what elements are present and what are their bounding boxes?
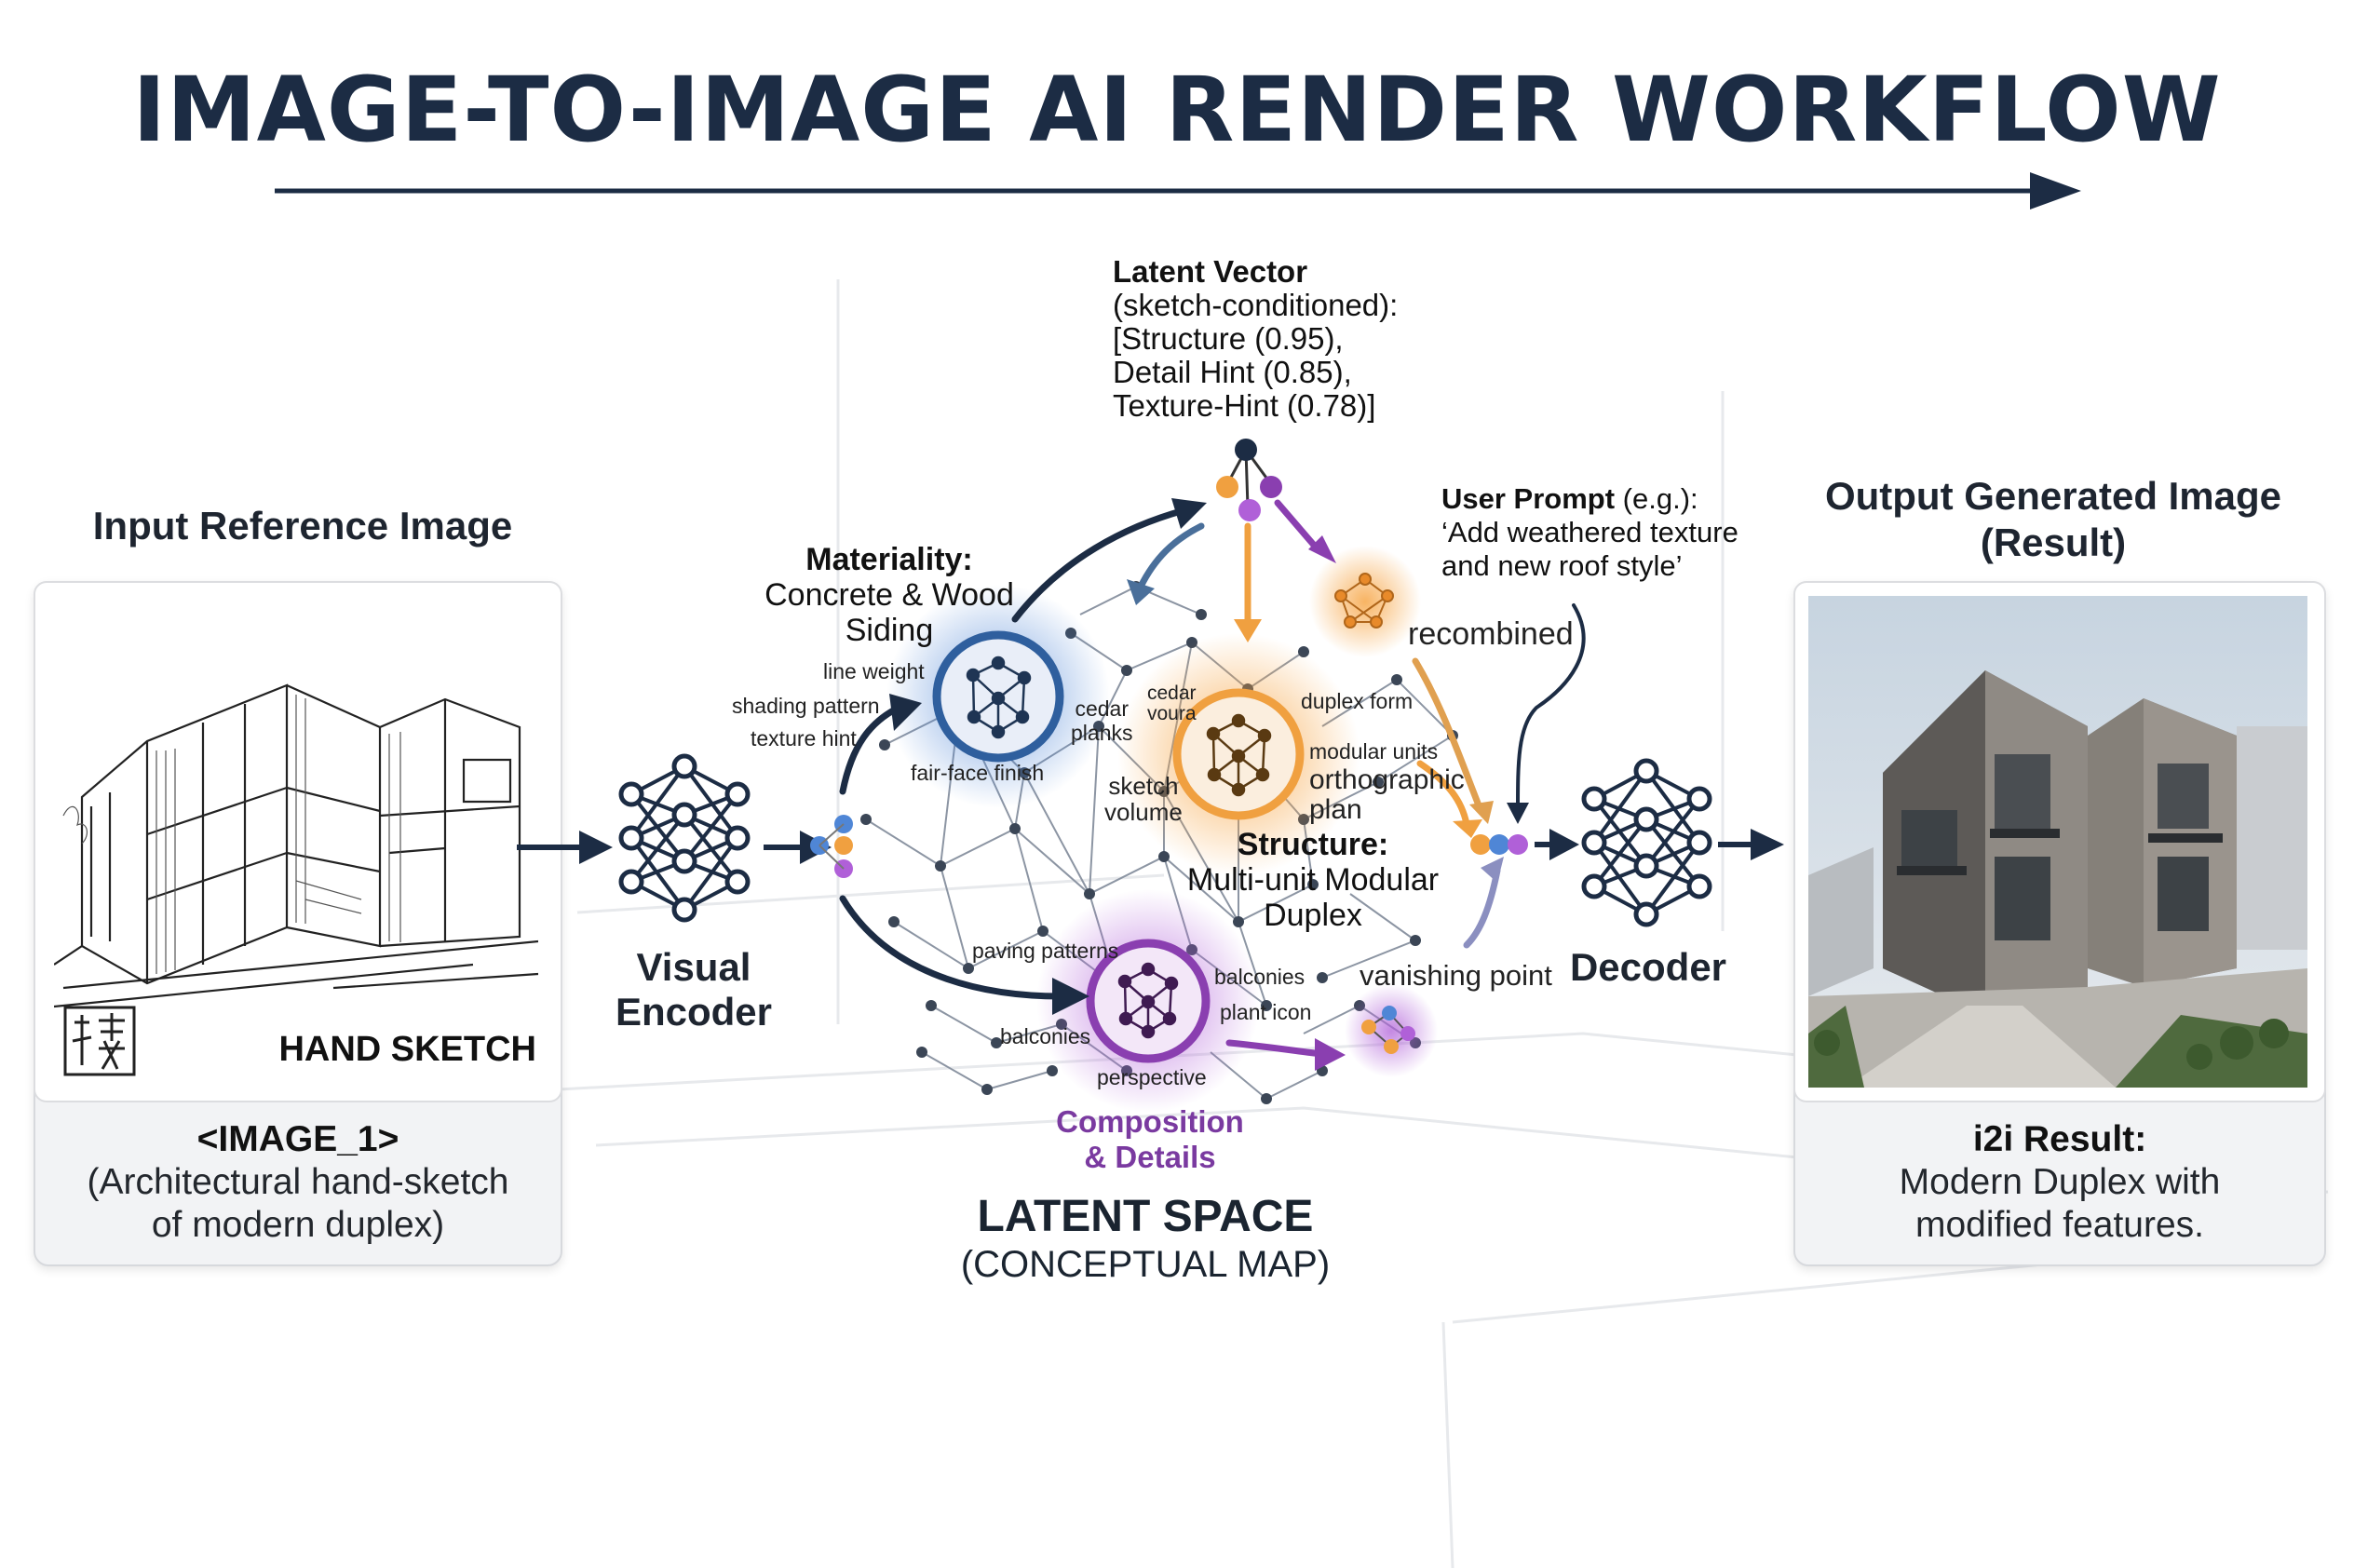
label-fair-face-finish: fair-face finish <box>911 761 1044 786</box>
label-cedar-voura-2: voura <box>1147 704 1197 724</box>
label-line-weight: line weight <box>823 659 925 684</box>
latent-vector-line3: Detail Hint (0.85), <box>1113 356 1398 389</box>
output-heading-line2: (Result) <box>1774 520 2333 566</box>
label-balconies-right: balconies <box>1214 965 1305 990</box>
composition-text: Composition & Details <box>1034 1104 1266 1175</box>
structure-heading: Structure: <box>1169 827 1457 862</box>
output-caption-line3: modified features. <box>1795 1204 2324 1247</box>
materiality-text: Materiality: Concrete & Wood Siding <box>726 542 1052 648</box>
output-panel: i2i Result: Modern Duplex with modified … <box>1793 581 2326 1266</box>
label-balconies-left: balconies <box>1000 1024 1090 1049</box>
latent-vector-heading: Latent Vector <box>1113 255 1398 289</box>
label-paving-patterns: paving patterns <box>972 939 1118 964</box>
label-modular-units: modular units <box>1309 739 1438 764</box>
label-sketch-volume-2: volume <box>1104 799 1183 825</box>
composition-line1: Composition <box>1034 1104 1266 1140</box>
decoder-label: Decoder <box>1555 945 1741 990</box>
user-prompt-heading: User Prompt <box>1441 482 1615 515</box>
composition-line2: & Details <box>1034 1140 1266 1175</box>
label-orthographic-2: plan <box>1309 795 1465 825</box>
output-render-image <box>1808 596 2307 1088</box>
label-perspective: perspective <box>1097 1065 1207 1090</box>
structure-text: Structure: Multi-unit Modular Duplex <box>1169 827 1457 933</box>
structure-line1: Multi-unit Modular <box>1169 862 1457 898</box>
user-prompt-text: User Prompt (e.g.): ‘Add weathered textu… <box>1441 482 1738 583</box>
latent-vector-line2: [Structure (0.95), <box>1113 322 1398 356</box>
materiality-line2: Siding <box>726 613 1052 648</box>
output-caption: i2i Result: Modern Duplex with modified … <box>1795 1118 2324 1247</box>
latent-vector-node <box>1235 439 1257 461</box>
latent-space-title: LATENT SPACE <box>913 1192 1378 1242</box>
latent-space-caption: LATENT SPACE (CONCEPTUAL MAP) <box>913 1192 1378 1287</box>
label-cedar-voura-1: cedar <box>1147 683 1197 704</box>
latent-vector-line4: Texture-Hint (0.78)] <box>1113 389 1398 423</box>
label-plant-icon: plant icon <box>1220 1000 1311 1025</box>
output-caption-line2: Modern Duplex with <box>1795 1161 2324 1204</box>
materiality-heading: Materiality: <box>726 542 1052 577</box>
label-orthographic-1: orthographic <box>1309 765 1465 795</box>
output-heading-line1: Output Generated Image <box>1774 473 2333 520</box>
user-prompt-line1: ‘Add weathered texture <box>1441 516 1738 549</box>
label-sketch-volume: sketch volume <box>1104 773 1183 825</box>
latent-vector-line1: (sketch-conditioned): <box>1113 289 1398 322</box>
latent-space-subtitle: (CONCEPTUAL MAP) <box>913 1242 1378 1287</box>
label-texture-hint: texture hint <box>751 726 857 751</box>
label-duplex-form: duplex form <box>1301 689 1413 714</box>
label-cedar-planks-1: cedar <box>1071 696 1132 721</box>
decoder-icon <box>1584 761 1710 925</box>
output-caption-title: i2i Result: <box>1795 1118 2324 1161</box>
label-orthographic-plan: orthographic plan <box>1309 765 1465 825</box>
label-sketch-volume-1: sketch <box>1104 773 1183 799</box>
user-prompt-suffix: (e.g.): <box>1615 482 1698 515</box>
label-cedar-voura: cedar voura <box>1147 683 1197 724</box>
output-heading: Output Generated Image (Result) <box>1774 473 2333 566</box>
user-prompt-line2: and new roof style’ <box>1441 549 1738 583</box>
latent-vector-text: Latent Vector (sketch-conditioned): [Str… <box>1113 255 1398 423</box>
output-image-frame <box>1793 581 2326 1102</box>
label-cedar-planks: cedar planks <box>1071 696 1132 745</box>
materiality-line1: Concrete & Wood <box>726 577 1052 613</box>
recombined-label: recombined <box>1408 616 1574 653</box>
label-cedar-planks-2: planks <box>1071 721 1132 745</box>
label-shading-pattern: shading pattern <box>732 694 880 719</box>
structure-line2: Duplex <box>1169 898 1457 933</box>
label-vanishing-point: vanishing point <box>1360 959 1552 993</box>
